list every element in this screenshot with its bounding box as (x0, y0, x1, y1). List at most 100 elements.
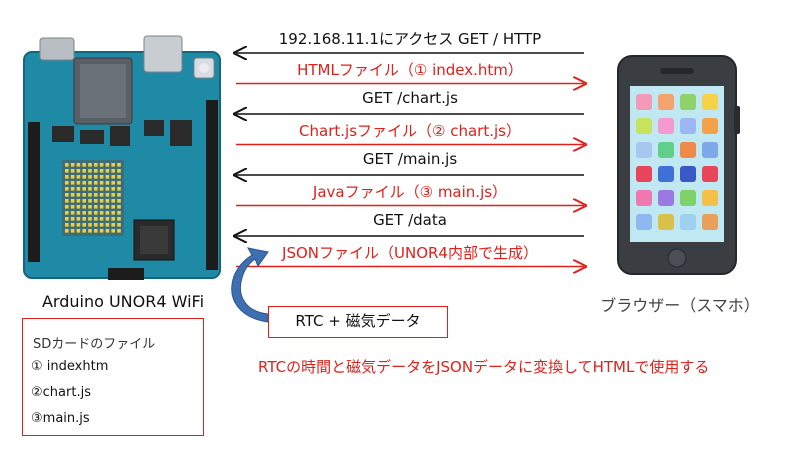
led-dot (82, 217, 86, 221)
led-dot (117, 205, 121, 209)
led-dot (111, 211, 115, 215)
led-dot (70, 169, 75, 173)
led-dot (76, 175, 81, 179)
led-dot (76, 187, 81, 191)
led-dot (76, 193, 81, 197)
curved-data-arrow (231, 247, 269, 323)
led-dot (70, 193, 75, 197)
message-label: JSONファイル（UNOR4内部で生成） (282, 243, 538, 262)
led-dot (99, 229, 104, 233)
led-dot (99, 181, 104, 185)
message-label: 192.168.11.1にアクセス GET / HTTP (278, 30, 542, 48)
app-icon (636, 190, 652, 206)
led-dot (111, 229, 115, 233)
led-dot (82, 205, 86, 209)
led-dot (70, 217, 75, 221)
led-dot (99, 199, 104, 203)
led-dot (94, 181, 98, 185)
app-icon (680, 118, 696, 134)
led-dot (105, 217, 110, 221)
led-dot (88, 223, 92, 227)
led-dot (111, 205, 115, 209)
sd-file-item: ③main.js (31, 411, 90, 426)
led-dot (76, 163, 81, 167)
app-icon (636, 142, 652, 158)
led-dot (76, 223, 81, 227)
led-dot (117, 169, 121, 173)
led-dot (88, 205, 92, 209)
led-dot (99, 193, 104, 197)
led-dot (105, 199, 110, 203)
message-label: Javaファイル（③ main.js） (312, 182, 508, 201)
led-dot (70, 205, 75, 209)
led-dot (76, 199, 81, 203)
led-dot (105, 223, 110, 227)
led-dot (76, 211, 81, 215)
phone-label: ブラウザー（スマホ） (600, 296, 760, 315)
led-dot (99, 175, 104, 179)
message-label: Chart.jsファイル（② chart.js） (299, 121, 521, 140)
app-icon (702, 166, 718, 182)
led-dot (82, 199, 86, 203)
conversion-note: RTCの時間と磁気データをJSONデータに変換してHTMLで使用する (258, 358, 710, 376)
message-label: GET /chart.js (362, 89, 458, 107)
led-dot (105, 181, 110, 185)
led-dot (117, 199, 121, 203)
message-label: GET /main.js (362, 150, 458, 168)
led-dot (117, 211, 121, 215)
led-dot (94, 169, 98, 173)
app-icon (680, 214, 696, 230)
led-dot (111, 193, 115, 197)
app-icon (658, 94, 674, 110)
led-dot (94, 175, 98, 179)
led-dot (99, 169, 104, 173)
app-icon (636, 94, 652, 110)
led-dot (117, 163, 121, 167)
sd-card-title: SDカードのファイル (33, 337, 156, 352)
sd-card-box: SDカードのファイル ① indexhtm ②chart.js ③main.js (22, 318, 204, 436)
led-dot (70, 175, 75, 179)
led-dot (111, 175, 115, 179)
app-icon (702, 94, 718, 110)
led-dot (70, 181, 75, 185)
led-dot (99, 211, 104, 215)
led-dot (111, 199, 115, 203)
app-icon (636, 118, 652, 134)
sd-file-item: ① indexhtm (31, 359, 109, 374)
led-dot (88, 199, 92, 203)
led-dot (70, 199, 75, 203)
app-icon (702, 118, 718, 134)
led-dot (65, 199, 69, 203)
app-icon (680, 166, 696, 182)
led-dot (94, 211, 98, 215)
led-dot (117, 175, 121, 179)
led-dot (76, 229, 81, 233)
app-icon (658, 214, 674, 230)
led-dot (88, 217, 92, 221)
led-dot (82, 169, 86, 173)
led-dot (99, 217, 104, 221)
sd-file-item: ②chart.js (31, 385, 91, 400)
led-dot (111, 181, 115, 185)
led-dot (65, 169, 69, 173)
led-dot (111, 169, 115, 173)
led-dot (70, 211, 75, 215)
led-dot (76, 169, 81, 173)
app-icon (680, 142, 696, 158)
arduino-board-illustration (23, 35, 221, 280)
led-dot (99, 187, 104, 191)
led-dot (65, 187, 69, 191)
led-dot (65, 223, 69, 227)
led-dot (82, 181, 86, 185)
led-dot (76, 217, 81, 221)
app-icon (658, 142, 674, 158)
led-dot (117, 181, 121, 185)
led-dot (88, 175, 92, 179)
app-icon (636, 166, 652, 182)
app-icon (680, 190, 696, 206)
led-dot (65, 181, 69, 185)
app-icon (702, 142, 718, 158)
led-dot (94, 193, 98, 197)
led-dot (82, 223, 86, 227)
